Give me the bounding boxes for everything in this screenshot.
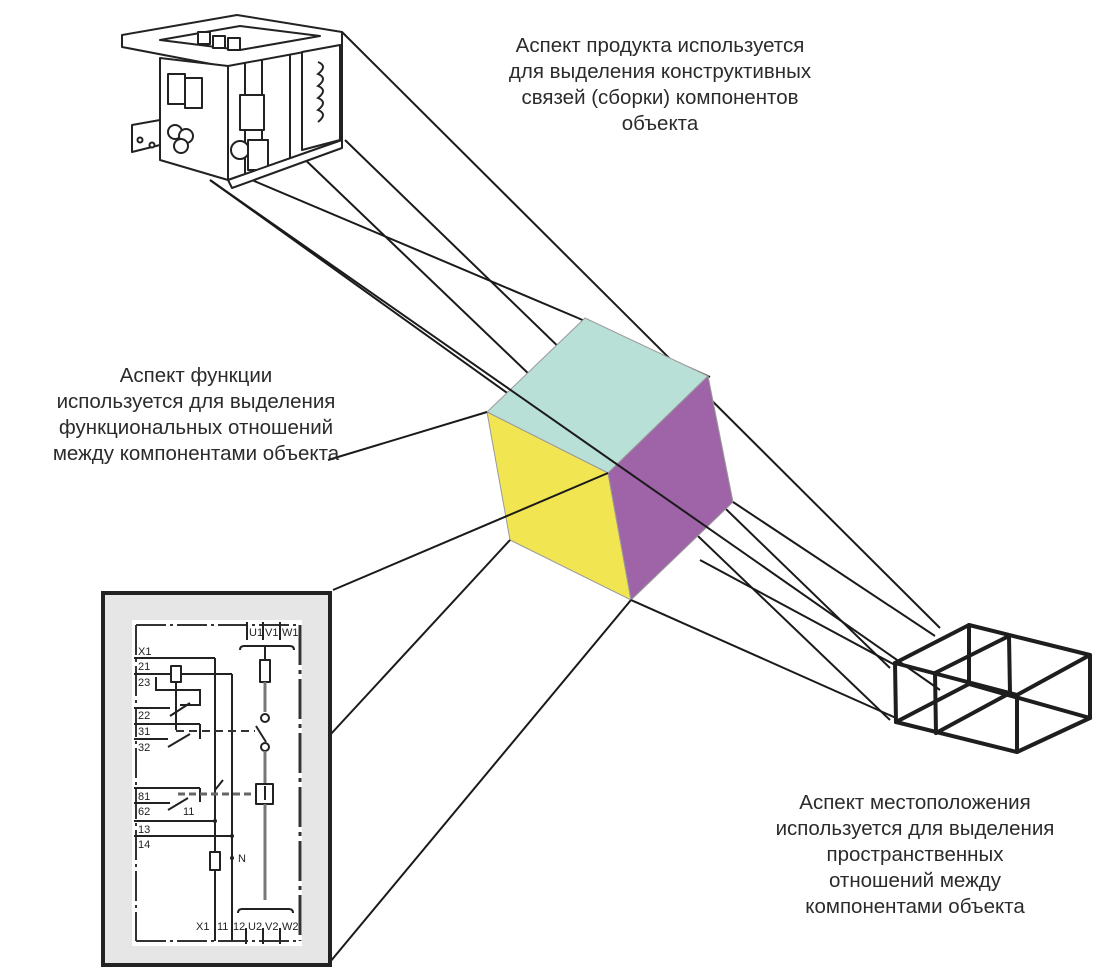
caption-line: отношений между (828, 869, 1002, 892)
terminal-w1: W1 (282, 627, 299, 639)
equipment-illustration (121, 14, 343, 189)
caption-line: для выделения конструктивных (508, 60, 812, 83)
terminal-62: 62 (138, 806, 150, 818)
cube-crossing-rays (209, 179, 941, 963)
caption-line: компонентами объекта (805, 895, 1025, 918)
ray-through-cube (209, 179, 941, 691)
terminal-13: 13 (138, 824, 150, 836)
bottom-terminal-v2: V2 (265, 921, 278, 933)
bottom-terminal-u2: U2 (248, 921, 262, 933)
caption-location-aspect: Аспект местоположения используется для в… (730, 790, 1100, 920)
caption-line: пространственных (826, 843, 1004, 866)
ray-function-3 (329, 539, 511, 736)
caption-line: между компонентами объекта (52, 442, 340, 465)
ray-function-1 (327, 411, 488, 461)
circuit-schematic-panel: U1 V1 W1 X1 21 23 22 31 32 81 62 13 14 1… (101, 591, 332, 967)
ray-product-4 (239, 174, 579, 319)
aspect-cube (486, 317, 734, 602)
bottom-terminal-11: 11 (217, 921, 228, 933)
caption-line: связей (сборки) компонентов (521, 86, 799, 109)
caption-function-aspect: Аспект функции используется для выделени… (0, 363, 392, 467)
ray-function-2 (332, 472, 609, 591)
neutral-label: N (238, 853, 246, 865)
caption-product-aspect: Аспект продукта используется для выделен… (470, 33, 850, 137)
caption-line: функциональных отношений (58, 416, 334, 439)
terminal-14: 14 (138, 839, 150, 851)
ray-product-1 (341, 31, 941, 629)
terminal-21: 21 (138, 661, 150, 673)
terminal-x1: X1 (138, 646, 151, 658)
caption-line: объекта (621, 112, 699, 135)
terminal-81: 81 (138, 791, 150, 803)
terminal-31: 31 (138, 726, 150, 738)
bottom-terminal-x1: X1 (196, 921, 209, 933)
terminal-23: 23 (138, 677, 150, 689)
terminal-22: 22 (138, 710, 150, 722)
caption-line: Аспект продукта используется (515, 34, 805, 57)
schematic-sheet (132, 620, 302, 946)
terminal-v1: V1 (265, 627, 278, 639)
terminal-32: 32 (138, 742, 150, 754)
caption-line: используется для выделения (56, 390, 336, 413)
caption-line: Аспект местоположения (799, 791, 1031, 814)
bottom-terminal-w2: W2 (282, 921, 299, 933)
caption-line: используется для выделения (775, 817, 1055, 840)
ray-function-4 (329, 599, 632, 963)
ray-location-1 (732, 501, 936, 637)
caption-line: Аспект функции (119, 364, 273, 387)
ray-location-2 (699, 559, 896, 666)
ray-location-3 (630, 599, 897, 719)
terminal-u1: U1 (249, 627, 263, 639)
bottom-terminal-12: 12 (233, 921, 245, 933)
location-wireframe-box (893, 623, 1092, 754)
contact-label-11: 11 (183, 806, 194, 818)
